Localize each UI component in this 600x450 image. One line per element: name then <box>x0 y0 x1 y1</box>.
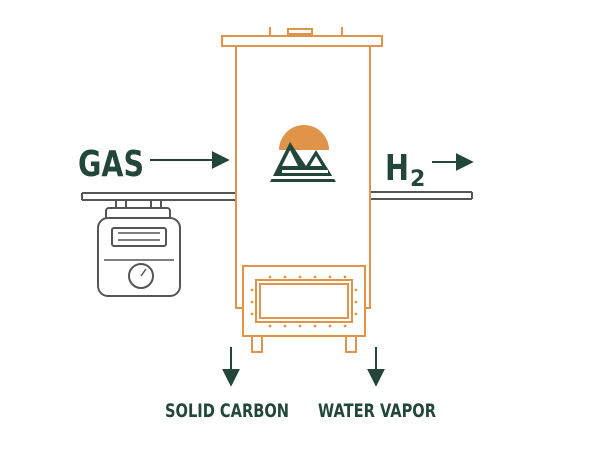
mountain-sun-logo <box>270 125 336 182</box>
h2-subscript: 2 <box>410 167 425 192</box>
gas-label: GAS <box>78 144 144 185</box>
gas-meter-icon <box>97 207 181 297</box>
h2-outlet-pipe <box>370 191 473 200</box>
h2-label: H <box>385 148 409 189</box>
water-vapor-label: WATER VAPOR <box>318 400 436 422</box>
solid-carbon-label: SOLID CARBON <box>165 400 289 422</box>
reactor-vessel <box>221 27 383 353</box>
